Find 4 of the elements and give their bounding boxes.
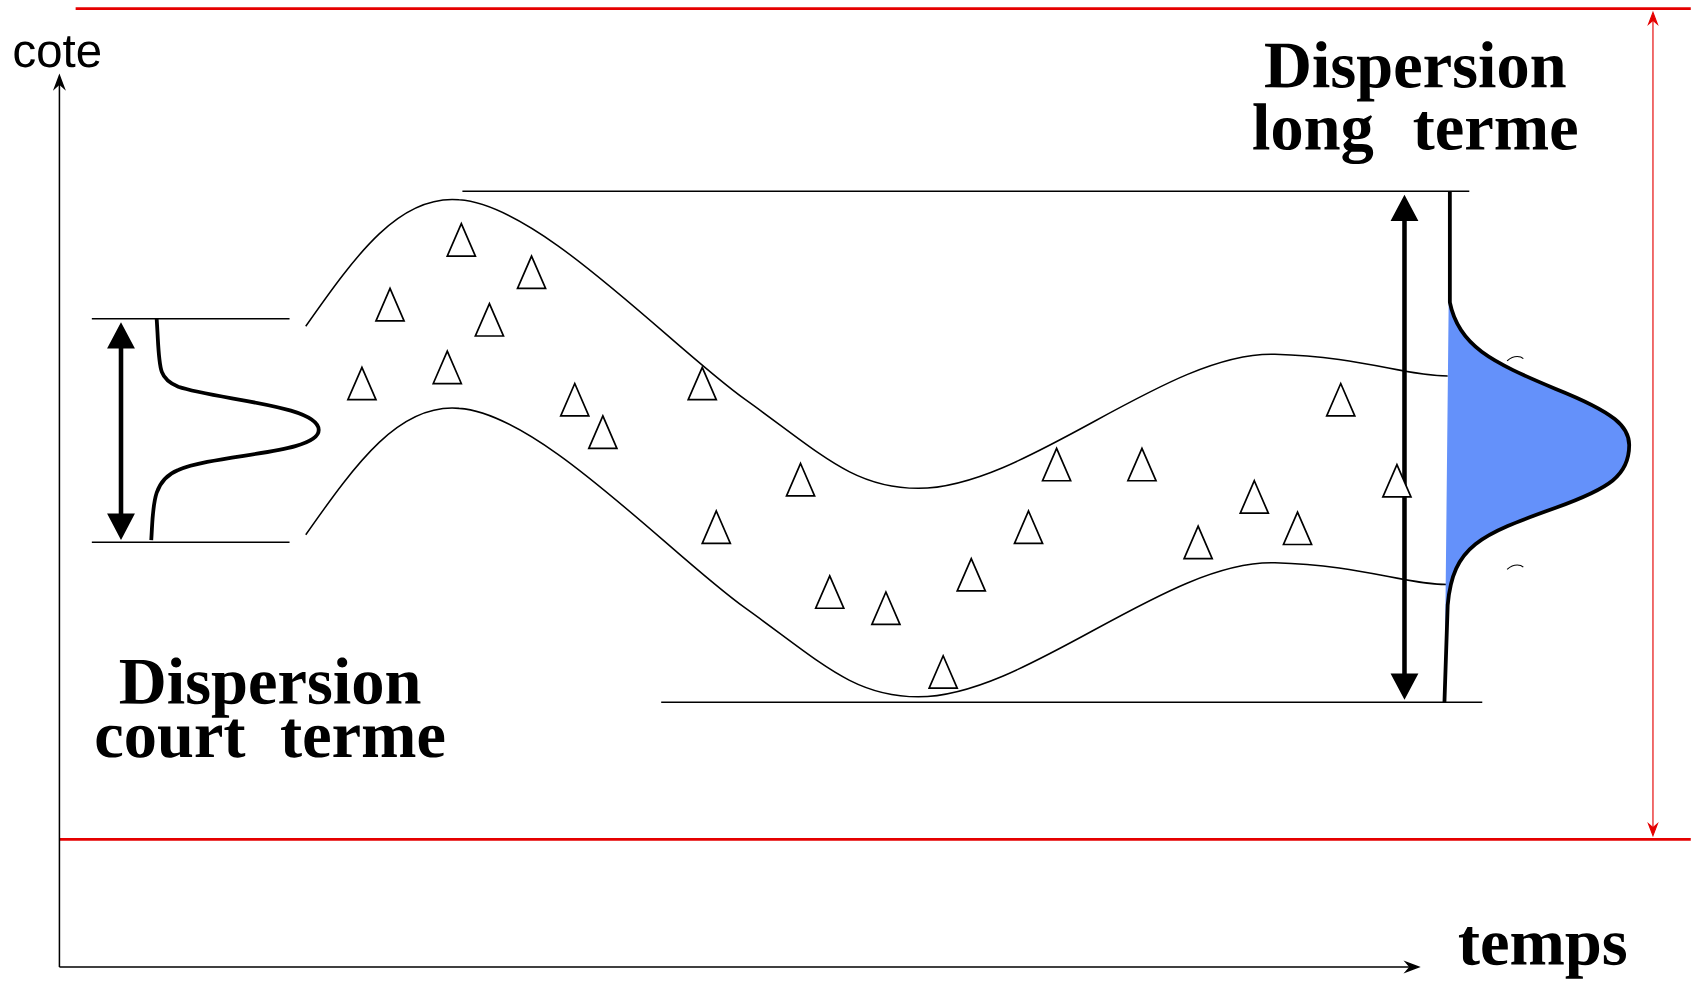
axis-label: cote bbox=[14, 36, 100, 68]
annotation-text: Dispersion long terme bbox=[1253, 41, 1577, 165]
axis-label: temps bbox=[1458, 927, 1626, 979]
annotation-text: Dispersion court terme bbox=[96, 657, 445, 759]
